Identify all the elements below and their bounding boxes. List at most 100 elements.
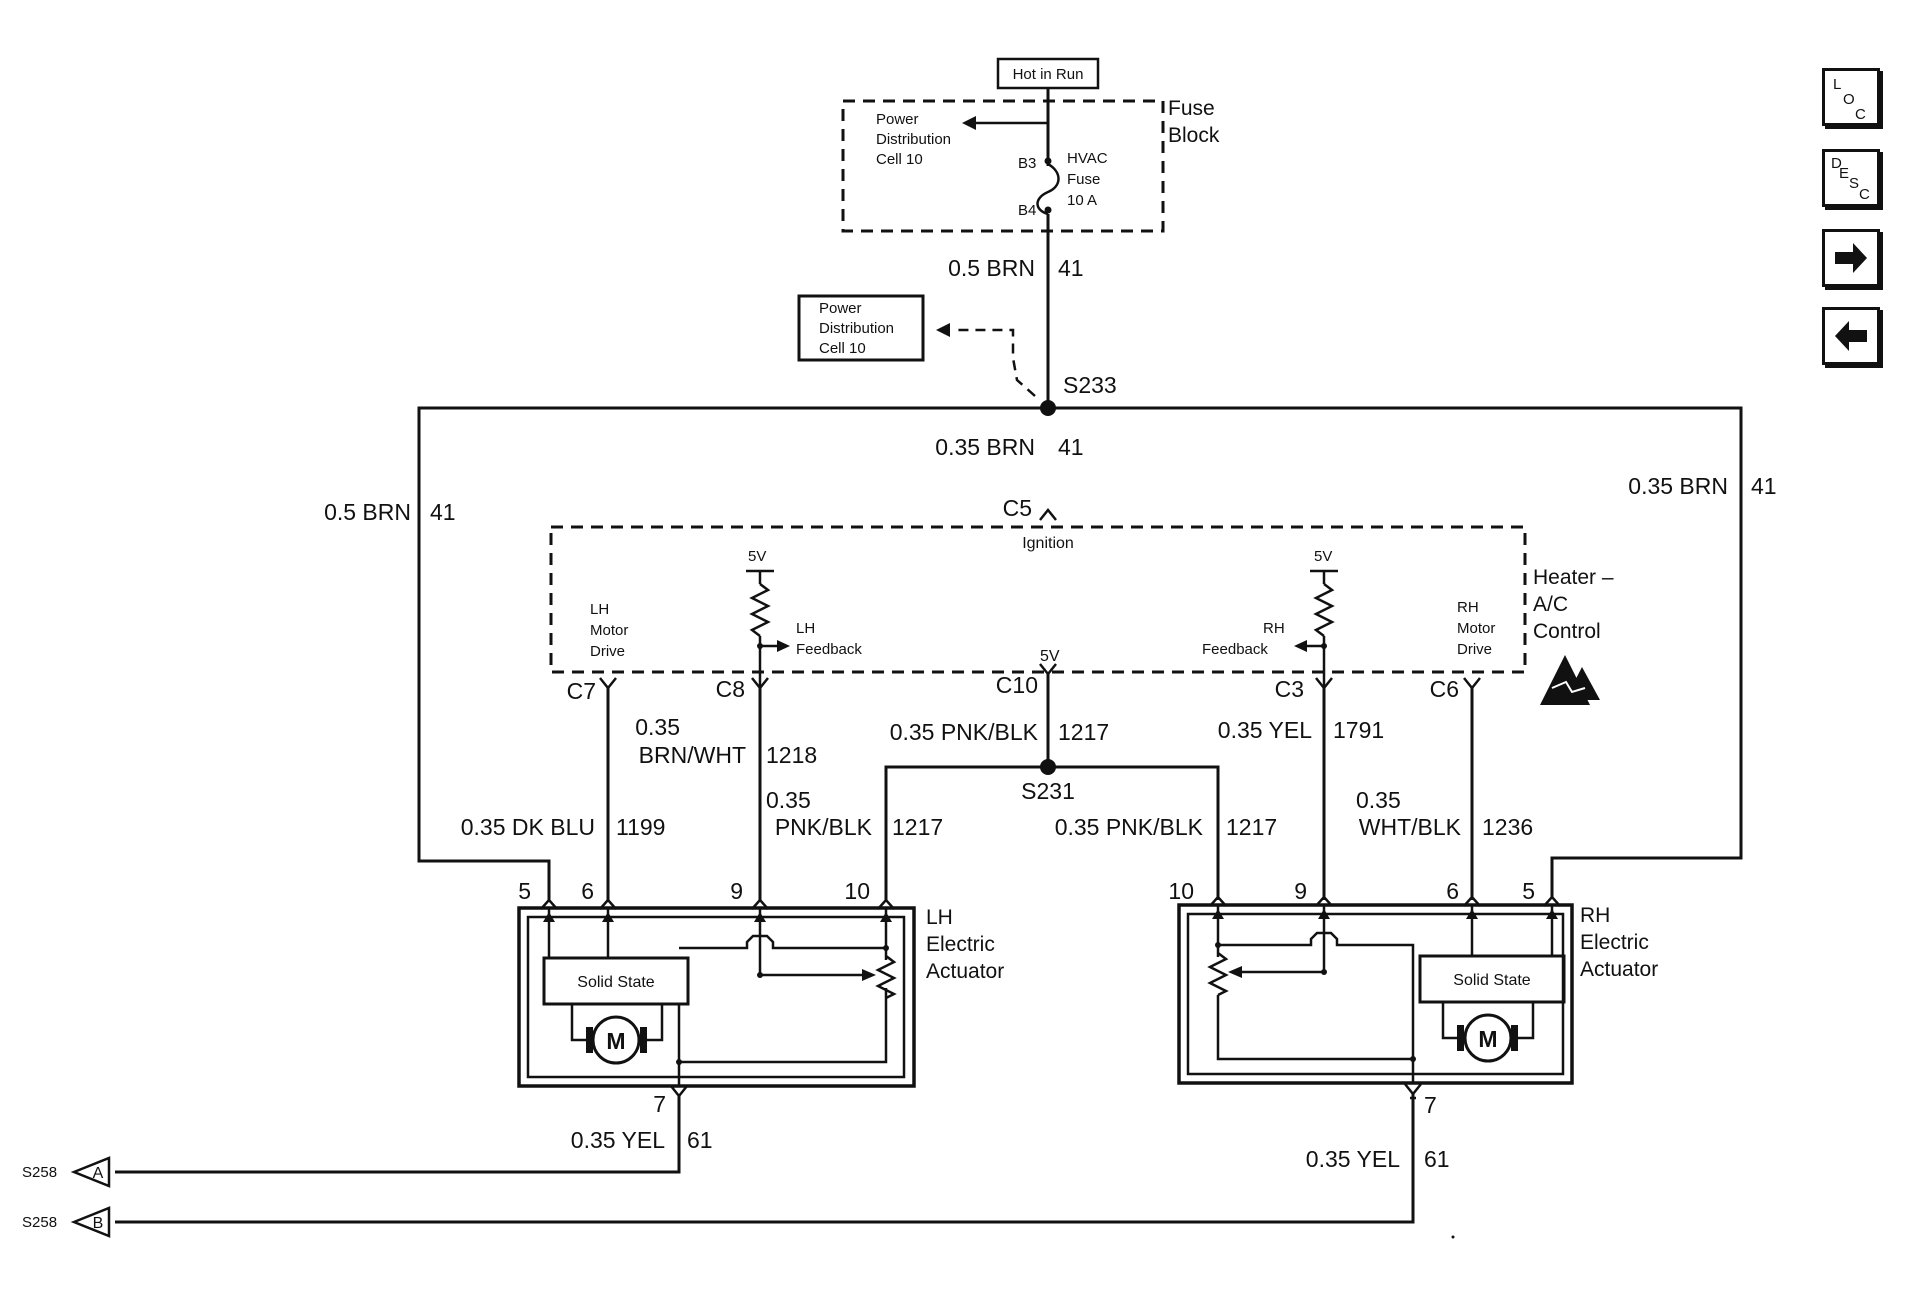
lh-pin-9-fork <box>751 898 769 910</box>
wire-lh10-circuit: 1217 <box>892 814 943 840</box>
lh-int-5-arrow <box>543 912 555 922</box>
wire-rh7-gauge: 0.35 YEL <box>1306 1146 1400 1172</box>
rh-pin-7-fork <box>1404 1083 1422 1097</box>
splice-s231 <box>1040 759 1056 775</box>
lh-motor-drive-3: Drive <box>590 643 625 660</box>
offpage-b-icon <box>70 1206 111 1238</box>
pdc-top-1: Power <box>876 111 919 128</box>
rh-motor-brush-r <box>1511 1025 1518 1051</box>
wire-rh7-circuit: 61 <box>1424 1146 1450 1172</box>
c3-label: C3 <box>1275 676 1304 702</box>
lh-int-gnd-loop <box>679 988 888 1064</box>
heater-ac-control-outline <box>549 525 1527 674</box>
rh-solid-state-label: Solid State <box>1453 972 1530 989</box>
offpage-a-icon <box>70 1156 111 1188</box>
lh-position-pot <box>875 955 897 1000</box>
wire-left-circuit: 41 <box>430 499 456 525</box>
pdc-box-3: Cell 10 <box>819 340 866 357</box>
rh-pin-9: 9 <box>1294 878 1307 904</box>
rh-feedback-arrow <box>1294 640 1307 652</box>
wire-lh10-g2: PNK/BLK <box>775 814 873 840</box>
lh-feedback-arrow <box>777 640 790 652</box>
lh-pin-9: 9 <box>730 878 743 904</box>
lh-pin-10: 10 <box>844 878 870 904</box>
lh-motor-lead-l <box>570 1004 589 1042</box>
lh-int-gnd-node <box>676 1059 682 1065</box>
b4-terminal <box>1044 206 1052 214</box>
lh-int-wiper-arrow <box>862 969 876 981</box>
lh-int-wiper-node <box>757 972 763 978</box>
wire-s231-rh <box>1048 765 1220 900</box>
control-title-3: Control <box>1533 620 1601 643</box>
pdc-top-2: Distribution <box>876 131 951 148</box>
lh-solid-state-box <box>542 956 690 1006</box>
b3-terminal <box>1044 157 1052 165</box>
offpage-b-label: S258 <box>22 1214 57 1231</box>
lh-feedback-node <box>757 643 763 649</box>
pdc-top-arrow <box>962 116 976 130</box>
wire-c7-gauge: 0.35 DK BLU <box>461 814 595 840</box>
fuse-block-label-1: Fuse <box>1168 97 1215 120</box>
c7-label: C7 <box>567 678 596 704</box>
lh-pin-5-fork <box>540 898 558 910</box>
wire-w2-circuit: 41 <box>1058 434 1084 460</box>
lh-motor-icon <box>591 1015 641 1065</box>
lh-electric-actuator <box>517 906 916 1088</box>
pdc-box-arrow <box>936 323 950 337</box>
rh-motor-drive-3: Drive <box>1457 641 1492 658</box>
desc-s: S <box>1849 175 1860 192</box>
rh-actuator-title-1: RH <box>1580 904 1610 927</box>
lh-actuator-title-2: Electric <box>926 933 995 956</box>
pdc-box-2: Distribution <box>819 320 894 337</box>
offpage-a-letter: A <box>93 1165 104 1182</box>
rh-pin-5: 5 <box>1522 878 1535 904</box>
c7-connector <box>599 677 617 691</box>
lh-actuator-outline <box>517 906 916 1088</box>
lh-motor-brush-l <box>586 1027 593 1053</box>
rh-pin-7: 7 <box>1424 1092 1437 1118</box>
c10-label: C10 <box>996 672 1038 698</box>
rh-pin-5-fork <box>1543 895 1561 907</box>
rh-motor-drive-1: RH <box>1457 599 1479 616</box>
lh-actuator-title-1: LH <box>926 906 953 929</box>
lh-int-10-bridge <box>679 934 886 950</box>
fuse-label-1: HVAC <box>1067 150 1108 167</box>
rh-position-pot <box>1207 952 1229 997</box>
description-button[interactable]: D E S C <box>1822 149 1880 207</box>
wire-c10-circuit: 1217 <box>1058 719 1109 745</box>
lh-feedback-resistor <box>749 583 771 637</box>
location-button[interactable]: L O C <box>1822 68 1880 126</box>
rh-feedback-resistor <box>1313 583 1335 637</box>
wire-w1-gauge: 0.5 BRN <box>948 255 1035 281</box>
hot-in-run-label: Hot in Run <box>1013 66 1084 83</box>
rh-int-6-arrow <box>1466 909 1478 919</box>
wire-w1-circuit: 41 <box>1058 255 1084 281</box>
rh-actuator-outline <box>1177 903 1574 1085</box>
offpage-b-letter: B <box>93 1215 104 1232</box>
wire-right-trunk <box>1048 406 1743 897</box>
rh-motor-drive-2: Motor <box>1457 620 1495 637</box>
c5-label: C5 <box>1003 495 1032 521</box>
rh-pin-6-fork <box>1463 895 1481 907</box>
rh-actuator-title-2: Electric <box>1580 931 1649 954</box>
rh-int-10-arrow <box>1212 909 1224 919</box>
next-page-button[interactable] <box>1822 229 1880 287</box>
wire-rh-7 <box>115 1094 1415 1224</box>
c6-label: C6 <box>1430 676 1459 702</box>
fuse-block-outline <box>841 99 1165 233</box>
wire-c6-circuit: 1236 <box>1482 814 1533 840</box>
hvac-fuse-element <box>1036 162 1060 216</box>
wire-lh-7 <box>115 1096 681 1174</box>
rh-electric-actuator <box>1177 903 1574 1085</box>
wire-c8-g1: 0.35 <box>635 714 680 740</box>
loc-c: C <box>1855 106 1866 123</box>
previous-page-button[interactable] <box>1822 307 1880 365</box>
rh-motor-label: M <box>1478 1026 1497 1052</box>
rh-int-wiper-node <box>1321 969 1327 975</box>
c5-connector <box>1039 507 1057 521</box>
lh-feedback-1: LH <box>796 620 815 637</box>
left-arrow-icon <box>1835 321 1867 351</box>
desc-c: C <box>1859 186 1870 203</box>
rh-pin-9-fork <box>1315 895 1333 907</box>
